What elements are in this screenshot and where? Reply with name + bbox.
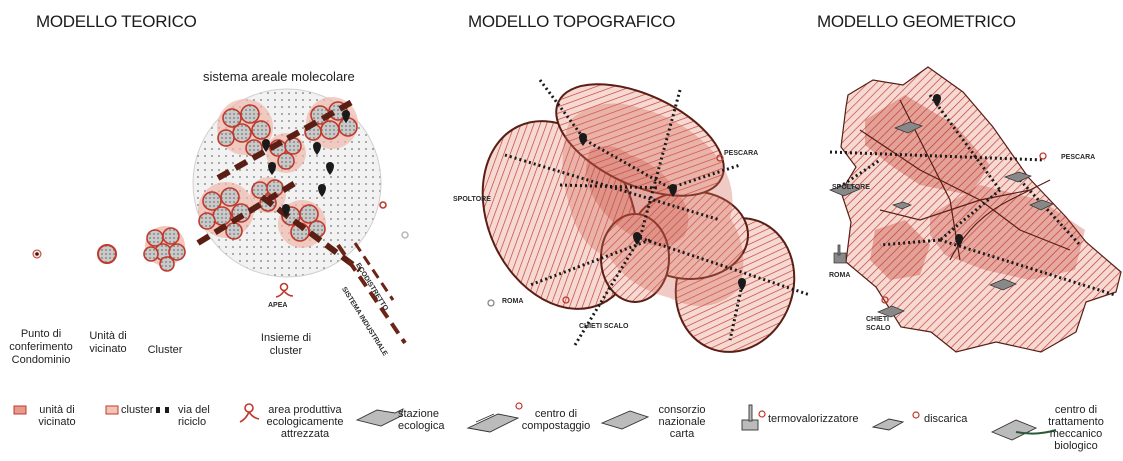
geometrico-map: [829, 66, 1122, 353]
geo-label-spoltore: SPOLTORE: [832, 184, 870, 191]
topo-label-roma: ROMA: [502, 298, 524, 305]
apea-label: APEA: [268, 302, 288, 309]
title-modello-geometrico: MODELLO GEOMETRICO: [817, 12, 1016, 31]
stage-cluster: [143, 226, 186, 272]
legend-via-riciclo: via del riciclo: [178, 404, 210, 428]
stage-unita-vicinato: [97, 244, 117, 264]
legend-stazione-ecologica: stazione ecologica: [398, 408, 445, 432]
geo-label-roma: ROMA: [829, 272, 851, 279]
legend-cluster: cluster: [121, 404, 154, 416]
legend-consorzio-carta: consorzio nazionale carta: [658, 404, 706, 440]
title-modello-teorico: MODELLO TEORICO: [36, 12, 197, 31]
stage-label-unita: Unità di vicinato: [89, 330, 127, 355]
topo-label-chieti: CHIETI SCALO: [579, 323, 629, 330]
geo-label-pescara: PESCARA: [1061, 154, 1096, 161]
stage-label-cluster: Cluster: [147, 344, 183, 356]
stage-label-condominio: Punto di conferimento Condominio: [9, 328, 73, 366]
stage-condominio-point: [32, 249, 42, 259]
sistema-areale-label: sistema areale molecolare: [203, 69, 355, 84]
legend-unita-vicinato: unità di vicinato: [38, 404, 76, 428]
topo-label-spoltore: SPOLTORE: [453, 196, 491, 203]
legend-discarica: discarica: [924, 413, 968, 425]
topo-label-pescara: PESCARA: [724, 150, 759, 157]
legend-icons: [13, 402, 1057, 441]
legend-trattamento: centro di trattamento meccanico biologic…: [1048, 404, 1104, 452]
stage-label-insieme: Insieme di cluster: [260, 332, 312, 357]
sistema-industriale-line: [336, 242, 407, 345]
topografico-map: [481, 79, 811, 353]
title-modello-topografico: MODELLO TOPOGRAFICO: [468, 12, 676, 31]
geo-label-chieti: CHIETI SCALO: [866, 316, 891, 332]
legend-termovalorizzatore: termovalorizzatore: [768, 413, 859, 425]
legend-area-produttiva: area produttiva ecologicamente attrezzat…: [266, 404, 344, 440]
apea-icon: [275, 201, 409, 298]
legend-compostaggio: centro di compostaggio: [521, 408, 591, 432]
stage-insieme-cluster: [192, 88, 382, 278]
